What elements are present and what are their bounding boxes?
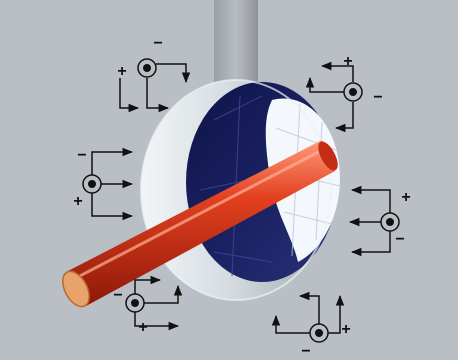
minus-sign: −	[301, 343, 310, 360]
minus-sign: −	[373, 89, 382, 106]
plus-sign: +	[138, 319, 147, 336]
minus-sign: −	[153, 35, 162, 52]
plus-sign: +	[341, 321, 350, 338]
plus-sign: +	[73, 193, 82, 210]
stem	[214, 0, 258, 90]
plus-sign: +	[117, 63, 126, 80]
plus-sign: +	[401, 189, 410, 206]
minus-sign: −	[395, 231, 404, 248]
minus-sign: −	[113, 287, 122, 304]
plus-sign: +	[343, 53, 352, 70]
minus-sign: −	[77, 147, 86, 164]
